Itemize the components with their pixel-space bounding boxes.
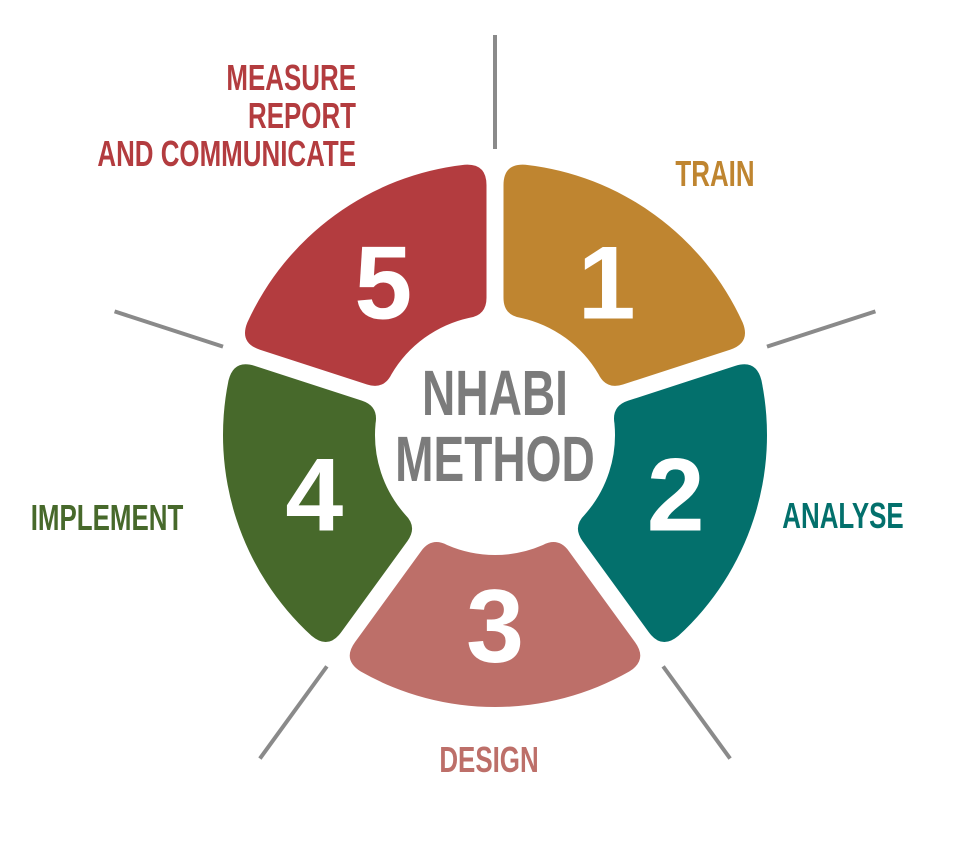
step-number-1: 1 <box>578 225 636 341</box>
step-number-2: 2 <box>647 438 705 554</box>
step-segment-3 <box>349 542 641 707</box>
step-segment-5 <box>244 164 487 386</box>
divider-line <box>766 309 877 349</box>
center-title-line2: METHOD <box>395 424 595 495</box>
step-numbers: 12 3 45 <box>285 225 704 685</box>
divider-line <box>113 309 224 349</box>
step-number-3: 3 <box>466 569 524 685</box>
step-label-5-line-1: MEASURE <box>226 58 356 98</box>
divider-lines <box>113 35 877 760</box>
step-label-5-line-3: AND COMMUNICATE <box>97 134 356 174</box>
divider-line <box>661 665 732 760</box>
step-number-4: 4 <box>285 438 343 554</box>
step-segment-2 <box>577 364 768 643</box>
step-segment-1 <box>503 164 746 386</box>
step-label-4-line-1: IMPLEMENT <box>31 498 184 538</box>
step-segments <box>222 164 768 707</box>
step-labels: TRAIN ANALYSE DESIGN IMPLEMENT MEASUREREPORT… <box>31 58 904 780</box>
step-label-5-line-2: REPORT <box>248 96 356 136</box>
step-number-5: 5 <box>354 225 412 341</box>
divider-line <box>258 665 329 760</box>
step-segment-4 <box>222 364 413 643</box>
center-title-line1: NHABI <box>422 358 568 429</box>
step-label-3-line-1: DESIGN <box>439 740 538 780</box>
step-label-2-line-1: ANALYSE <box>782 496 903 536</box>
step-label-1-line-1: TRAIN <box>675 154 754 194</box>
